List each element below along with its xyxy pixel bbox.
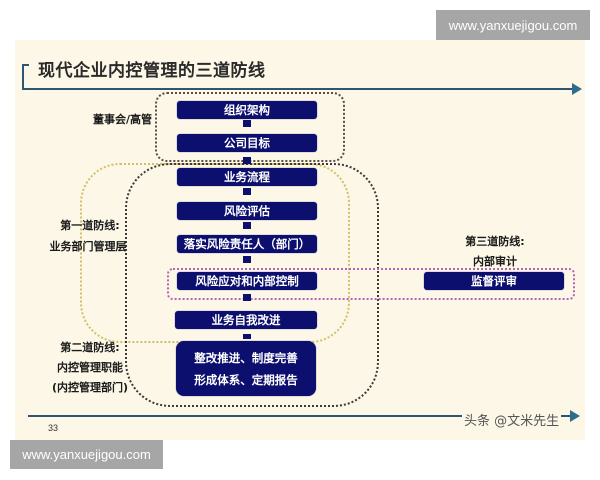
- second-line-group-box: [125, 163, 379, 407]
- connector: [243, 256, 251, 263]
- label-second-line-title: 第二道防线:: [60, 341, 120, 354]
- bottom-axis-line: [28, 415, 573, 417]
- watermark-top-text: www.yanxuejigou.com: [448, 17, 578, 33]
- flow-step-company-goals: 公司目标: [177, 134, 317, 152]
- flow-step-assign-risk-owner: 落实风险责任人（部门）: [177, 235, 317, 253]
- flow-step-org-structure: 组织架构: [177, 101, 317, 119]
- label-second-line-sub1: 内控管理职能: [57, 361, 123, 374]
- flow-step-business-process: 业务流程: [177, 168, 317, 186]
- label-first-line-title: 第一道防线:: [60, 219, 120, 232]
- watermark-top: www.yanxuejigou.com: [436, 10, 590, 40]
- connector: [243, 334, 251, 339]
- top-arrow-icon: [572, 83, 582, 95]
- watermark-bottom: www.yanxuejigou.com: [10, 440, 163, 469]
- flow-step-risk-response-internal-control: 风险应对和内部控制: [177, 272, 317, 290]
- audit-review-box: 监督评审: [424, 272, 564, 290]
- flow-final-rectification-box: 整改推进、制度完善 形成体系、定期报告: [176, 341, 316, 396]
- label-third-line-title: 第三道防线:: [465, 235, 525, 248]
- flow-step-risk-assessment: 风险评估: [177, 202, 317, 220]
- connector: [243, 157, 251, 164]
- page-number: 33: [48, 423, 59, 433]
- connector: [243, 222, 251, 229]
- bottom-arrow-icon: [570, 410, 580, 422]
- connector: [243, 120, 251, 127]
- top-axis-line: [22, 88, 574, 90]
- third-line-group-box: [167, 268, 575, 300]
- connector: [243, 188, 251, 195]
- label-first-line-sub: 业务部门管理层: [49, 240, 127, 253]
- credit-text: 头条 @文米先生: [462, 410, 562, 429]
- title-bracket: [22, 64, 29, 90]
- label-second-line-sub2: (内控管理部门): [51, 381, 129, 394]
- watermark-bottom-text: www.yanxuejigou.com: [22, 447, 151, 462]
- flow-step-self-improvement: 业务自我改进: [175, 311, 317, 329]
- label-third-line-sub: 内部审计: [473, 255, 517, 268]
- slide-title: 现代企业内控管理的三道防线: [38, 61, 266, 81]
- connector: [243, 294, 251, 301]
- label-board: 董事会/高管: [92, 113, 152, 126]
